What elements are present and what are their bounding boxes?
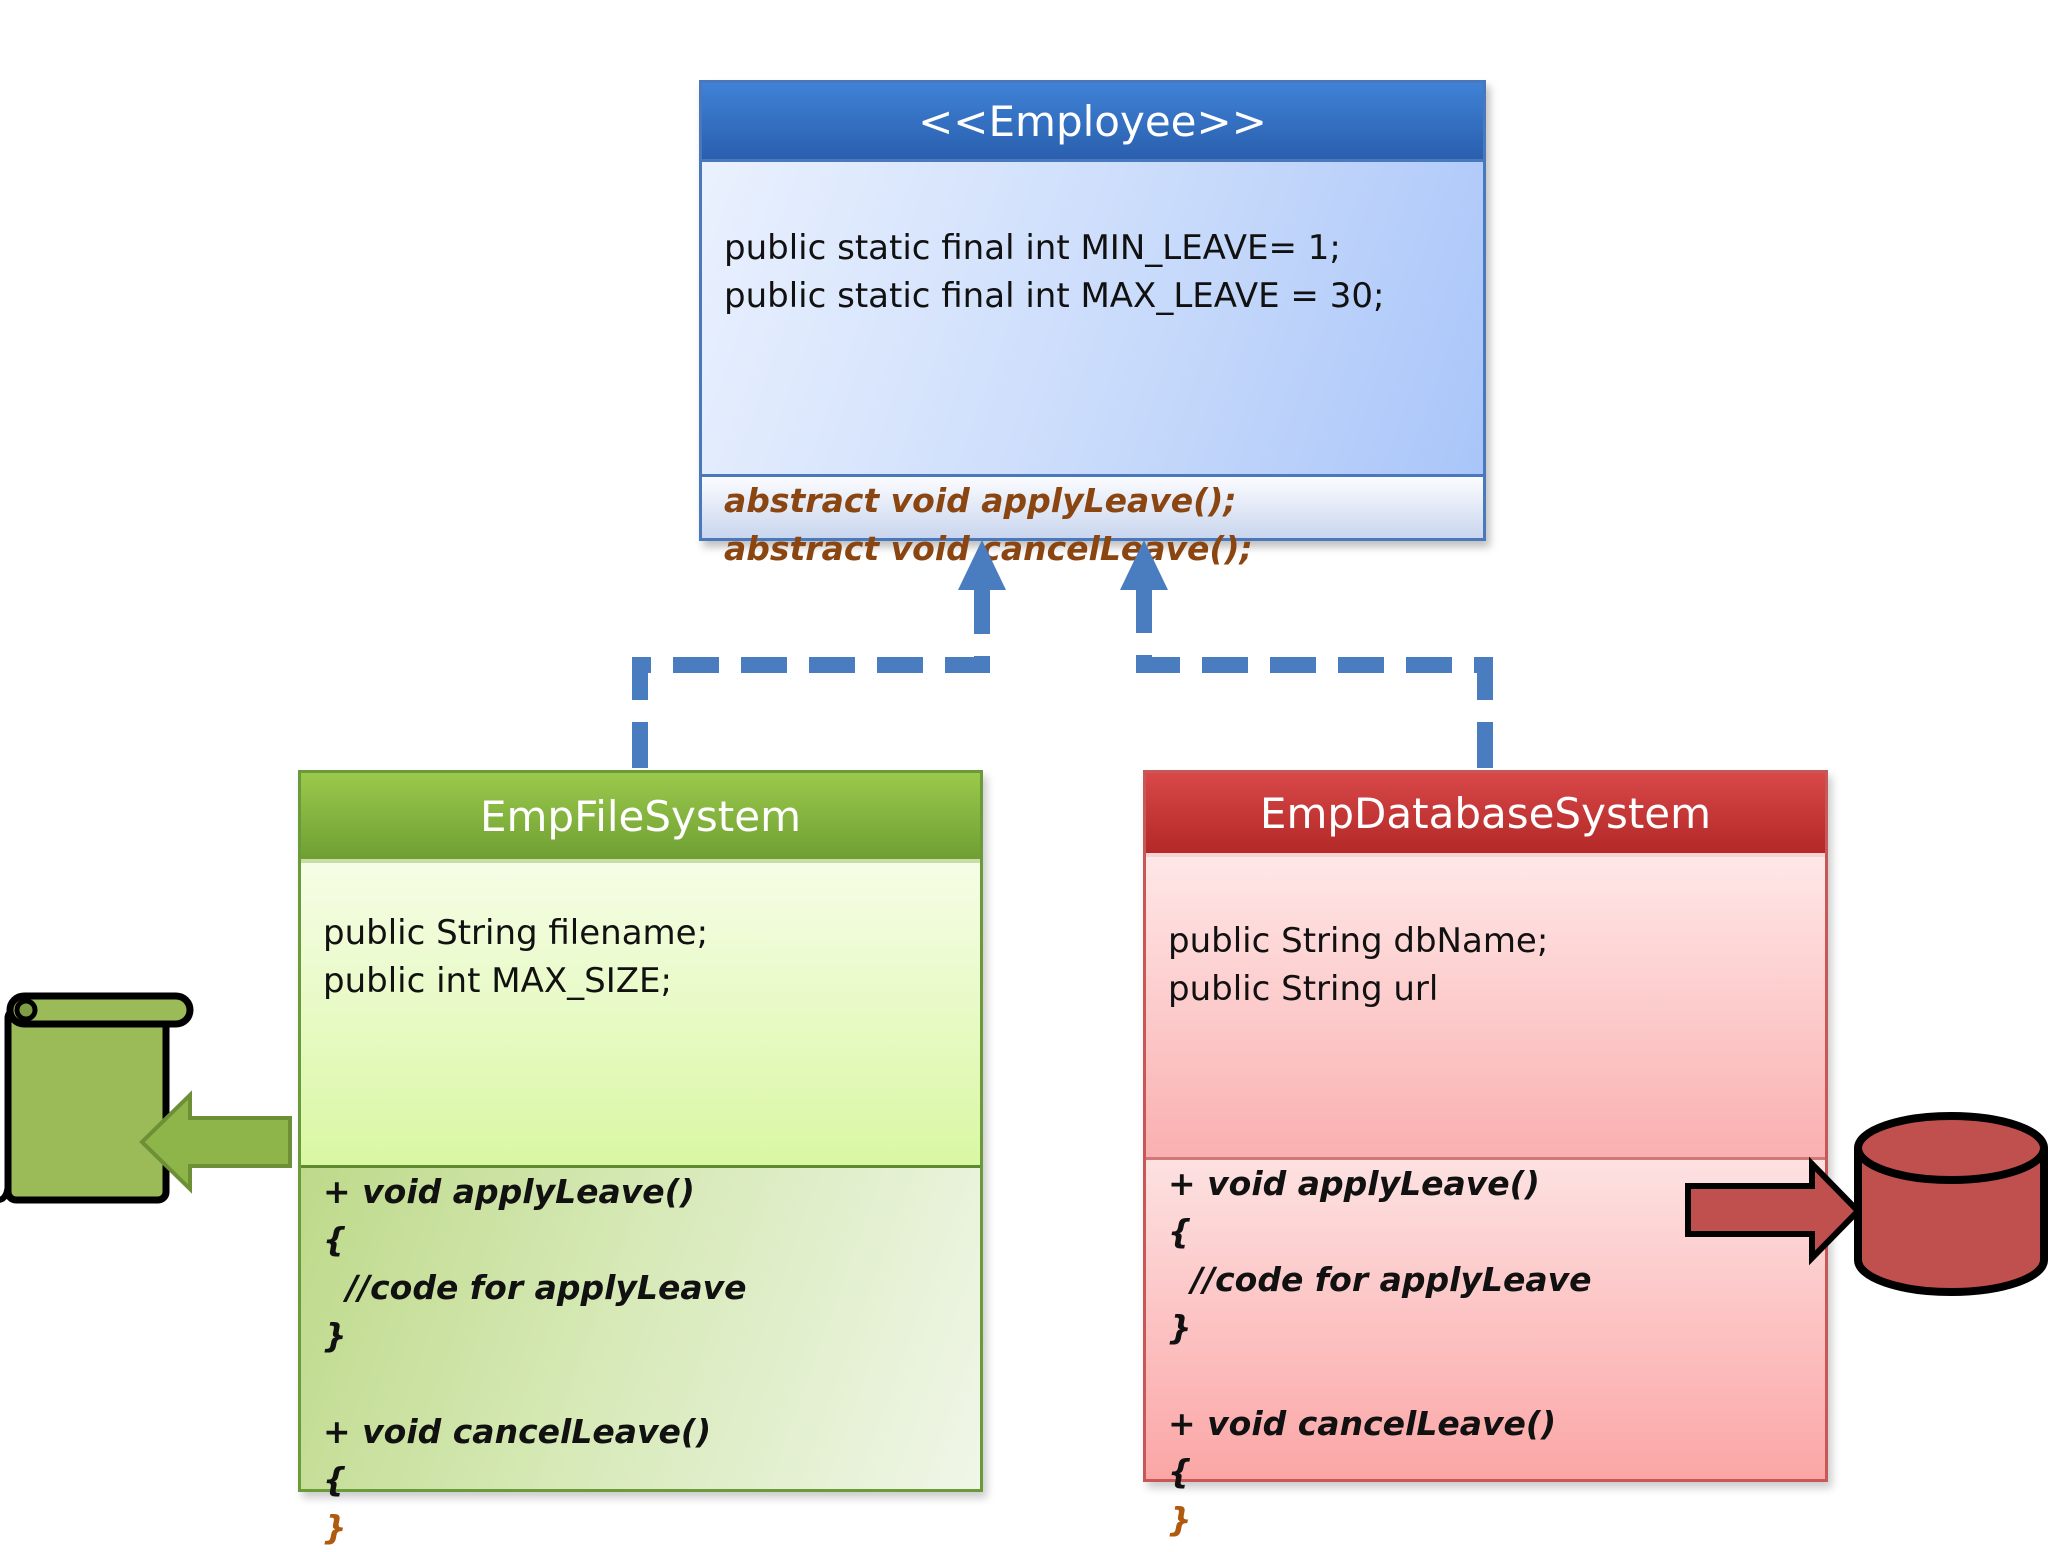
file-system-attr-filename: public String filename;: [323, 913, 709, 953]
emp-file-system-box: EmpFileSystem public String filename; pu…: [298, 770, 983, 1547]
arrow-to-database-icon: [1685, 1156, 1863, 1266]
db-method-line: }: [1168, 1500, 1192, 1539]
employee-attr-max-leave: public static final int MAX_LEAVE = 30;: [724, 276, 1385, 316]
arrowhead-db: [1120, 540, 1168, 590]
employee-attr-min-leave: public static final int MIN_LEAVE= 1;: [724, 228, 1341, 268]
db-method-line: + void cancelLeave(): [1168, 1404, 1557, 1443]
db-method-line: {: [1168, 1212, 1192, 1251]
employee-title: <<Employee>>: [702, 83, 1483, 159]
file-method-line: }: [323, 1316, 347, 1355]
employee-method-cancel: abstract void cancelLeave();: [724, 529, 1253, 568]
employee-method-apply: abstract void applyLeave();: [724, 481, 1237, 520]
database-cylinder-icon: [1854, 1112, 2048, 1296]
db-method-line: + void applyLeave(): [1168, 1164, 1540, 1203]
db-method-line: //code for applyLeave: [1168, 1260, 1592, 1299]
dashed-connector-db: [1136, 582, 1493, 768]
scroll-file-icon: [0, 992, 194, 1204]
file-method-line: + void cancelLeave(): [323, 1412, 712, 1451]
file-method-line: {: [323, 1460, 347, 1499]
db-method-line: {: [1168, 1452, 1192, 1491]
file-method-line: {: [323, 1220, 347, 1259]
db-method-line: }: [1168, 1308, 1192, 1347]
database-system-title: EmpDatabaseSystem: [1146, 773, 1825, 853]
database-system-attr-url: public String url: [1168, 969, 1439, 1009]
file-method-line: //code for applyLeave: [323, 1268, 747, 1307]
file-system-attr-max-size: public int MAX_SIZE;: [323, 961, 672, 1001]
employee-methods: abstract void applyLeave(); abstract voi…: [702, 477, 1483, 568]
arrowhead-file: [958, 540, 1006, 590]
realization-arrow-db: [1120, 540, 1493, 768]
employee-attributes: public static final int MIN_LEAVE= 1; pu…: [702, 159, 1483, 477]
dashed-connector-file: [632, 582, 990, 768]
file-system-title: EmpFileSystem: [301, 773, 980, 859]
arrow-to-file-icon: [139, 1090, 292, 1194]
database-system-methods: + void applyLeave() { //code for applyLe…: [1146, 1157, 1825, 1539]
file-system-attributes: public String filename; public int MAX_S…: [301, 859, 980, 1165]
realization-arrow-file: [632, 540, 1006, 768]
file-method-line: + void applyLeave(): [323, 1172, 695, 1211]
employee-interface-box: <<Employee>> public static final int MIN…: [699, 80, 1486, 568]
file-system-methods: + void applyLeave() { //code for applyLe…: [301, 1165, 980, 1547]
database-system-attr-dbname: public String dbName;: [1168, 921, 1549, 961]
database-system-attributes: public String dbName; public String url: [1146, 853, 1825, 1157]
emp-database-system-box: EmpDatabaseSystem public String dbName; …: [1143, 770, 1828, 1539]
